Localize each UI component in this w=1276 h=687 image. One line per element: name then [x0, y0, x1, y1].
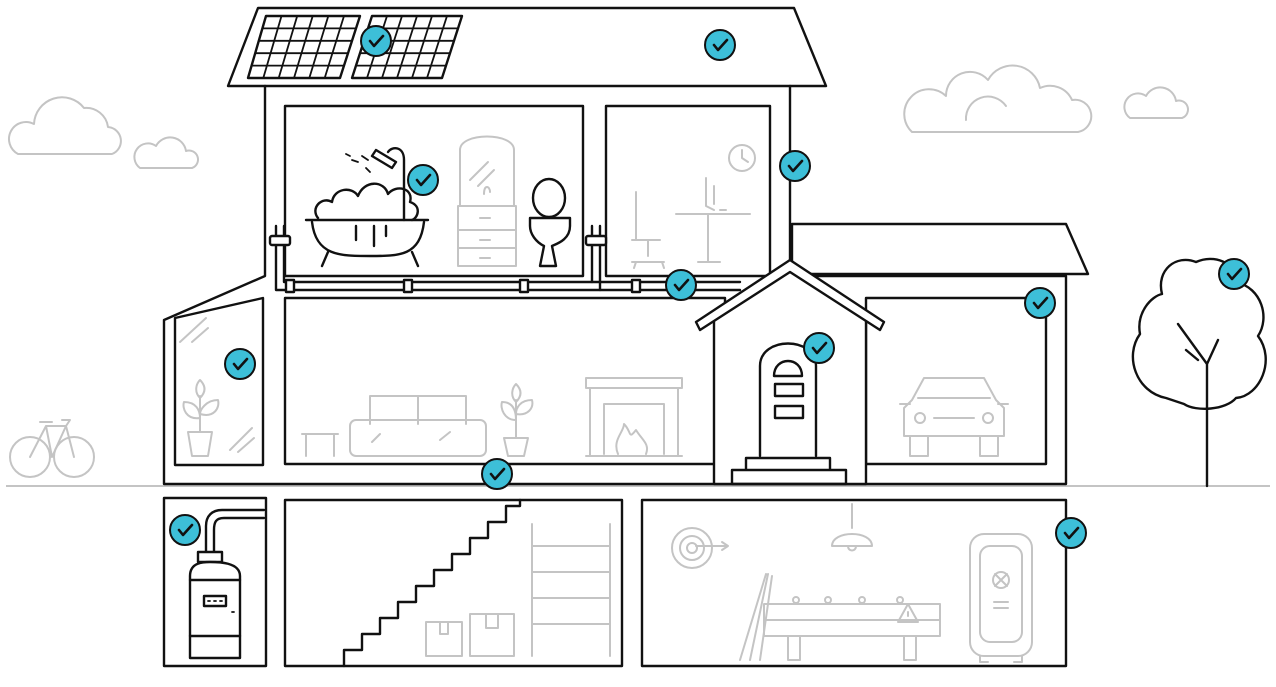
game-room — [640, 498, 1068, 668]
cloud-right-overlap — [964, 95, 1007, 121]
basement — [162, 496, 1068, 668]
utility-room — [162, 496, 268, 668]
bicycle-icon — [9, 419, 95, 478]
cloud-small-left — [133, 136, 199, 169]
toilet-icon — [528, 177, 572, 268]
game-room-furniture-icon — [671, 503, 1033, 663]
storage-room — [283, 498, 624, 668]
plumbing-check-badge-icon[interactable] — [665, 269, 697, 301]
cloud-right-small — [1123, 86, 1189, 119]
tree-icon — [1131, 257, 1267, 488]
solar-panels-check-badge-icon[interactable] — [360, 25, 392, 57]
water-heater-check-badge-icon[interactable] — [169, 514, 201, 546]
front-door-check-badge-icon[interactable] — [803, 332, 835, 364]
roof-check-badge-icon[interactable] — [704, 29, 736, 61]
staircase-icon — [342, 498, 522, 668]
house-structure — [162, 84, 1090, 486]
sunroom-window-check-badge-icon[interactable] — [224, 348, 256, 380]
garage-room — [864, 296, 1048, 466]
storage-boxes-ladder-icon — [425, 523, 611, 657]
bathroom-check-badge-icon[interactable] — [407, 164, 439, 196]
potted-plant-icon — [182, 379, 220, 457]
bathtub-icon — [304, 147, 430, 268]
solar-panel-left — [246, 14, 362, 80]
office-room — [604, 104, 772, 278]
cloud-left — [8, 96, 122, 155]
sunroom — [173, 296, 265, 467]
bathroom-room — [283, 104, 585, 278]
water-heater-icon — [188, 508, 266, 660]
garden-tree-check-badge-icon[interactable] — [1218, 258, 1250, 290]
plumbing-pipes — [268, 224, 742, 294]
office-furniture-icon — [631, 144, 756, 269]
living-room-furniture-icon — [301, 377, 683, 457]
front-entrance — [694, 258, 886, 486]
clouds — [8, 64, 1189, 169]
bathroom-cabinet-icon — [457, 135, 517, 267]
exterior-wall-check-badge-icon[interactable] — [779, 150, 811, 182]
car-icon — [899, 377, 1009, 457]
garage-check-badge-icon[interactable] — [1024, 287, 1056, 319]
basement-check-badge-icon[interactable] — [1055, 517, 1087, 549]
roof — [226, 6, 828, 88]
cloud-right-large — [903, 64, 1093, 133]
check-badges — [169, 25, 1250, 549]
ground-floor-check-badge-icon[interactable] — [481, 458, 513, 490]
